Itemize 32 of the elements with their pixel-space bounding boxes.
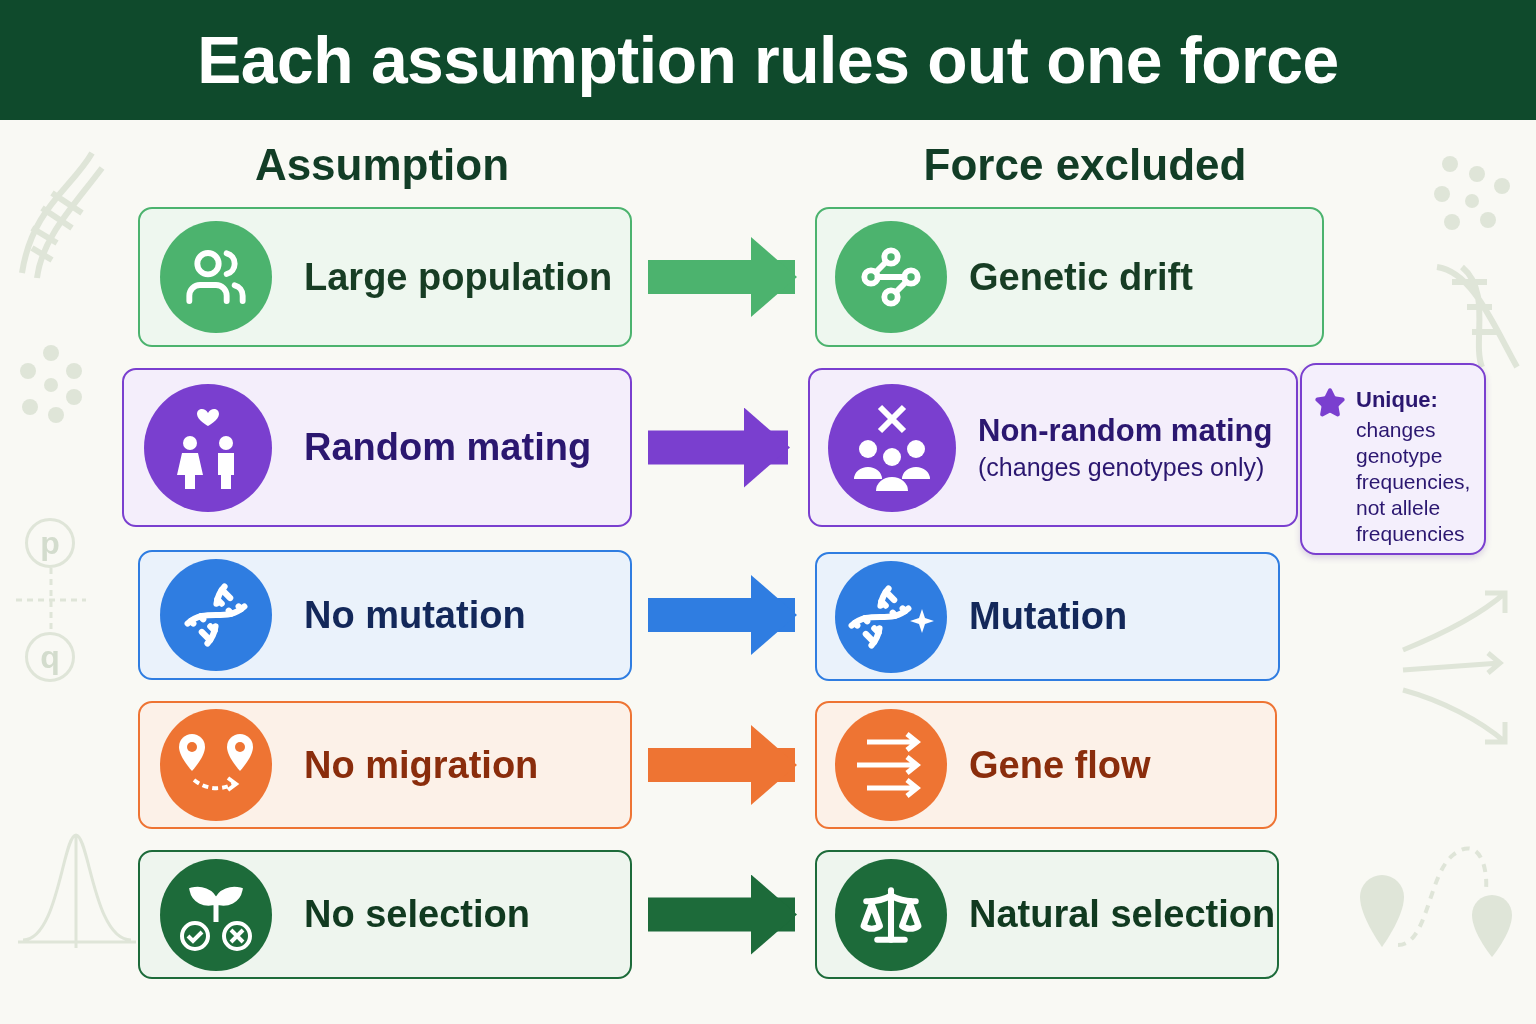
arrow	[648, 575, 797, 655]
column-heading: Force excluded	[922, 140, 1248, 190]
node-label: Gene flow	[969, 743, 1151, 787]
rounded-box	[815, 701, 1277, 829]
note-box	[1300, 363, 1486, 555]
node-label: Random mating	[304, 426, 592, 469]
note-text: changes genotype frequencies, not allele frequencies	[1356, 417, 1472, 547]
arrow	[648, 237, 797, 317]
node-label: No selection	[304, 893, 530, 936]
rounded-box	[138, 550, 632, 680]
node-label: No mutation	[304, 593, 526, 637]
rounded-box	[815, 850, 1279, 979]
rounded-box	[138, 207, 632, 347]
rounded-box	[138, 701, 632, 829]
node-label: Genetic drift	[969, 255, 1193, 299]
rounded-box	[122, 368, 632, 527]
rounded-box	[808, 368, 1298, 527]
note-heading: Unique:	[1356, 387, 1439, 413]
rounded-box	[815, 552, 1280, 681]
arrow	[648, 725, 797, 805]
node-label: Large population	[304, 255, 613, 299]
node-label: Mutation	[969, 595, 1128, 638]
rounded-box	[815, 207, 1324, 347]
node-label: No migration	[304, 743, 539, 787]
arrow	[648, 874, 797, 955]
rounded-box	[138, 850, 632, 979]
title: Each assumption rules out one force	[197, 22, 1339, 98]
arrow	[648, 407, 790, 488]
column-heading: Assumption	[253, 140, 511, 190]
node-label: Non-random mating	[978, 413, 1273, 449]
node-sublabel: (changes genotypes only)	[978, 453, 1266, 482]
node-label: Natural selection	[969, 893, 1276, 936]
